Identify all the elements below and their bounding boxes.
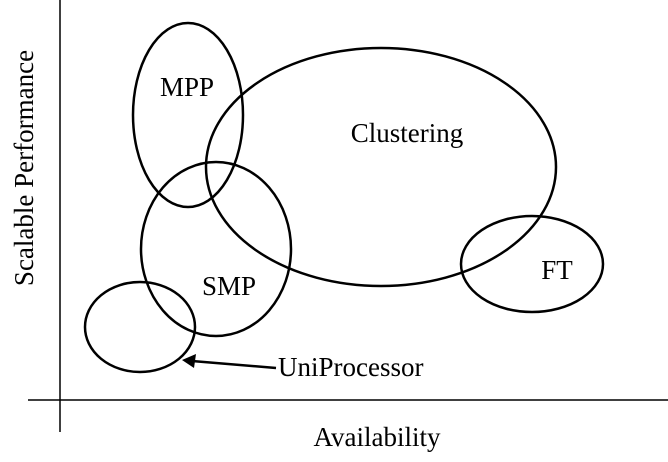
mpp-ellipse bbox=[131, 21, 245, 209]
clustering-label: Clustering bbox=[351, 118, 464, 148]
uniprocessor-arrow-line bbox=[191, 359, 277, 370]
y-axis-label: Scalable Performance bbox=[9, 50, 39, 286]
smp-ellipse bbox=[139, 160, 293, 338]
ft-ellipse bbox=[459, 214, 605, 314]
clustering-ellipse bbox=[204, 46, 558, 288]
ft-label: FT bbox=[541, 255, 573, 285]
mpp-label: MPP bbox=[160, 72, 214, 102]
smp-label: SMP bbox=[202, 271, 256, 301]
x-axis-label: Availability bbox=[314, 422, 441, 452]
uniprocessor-label: UniProcessor bbox=[278, 352, 423, 382]
uniprocessor-ellipse bbox=[83, 280, 197, 374]
uniprocessor-arrowhead bbox=[182, 354, 196, 368]
